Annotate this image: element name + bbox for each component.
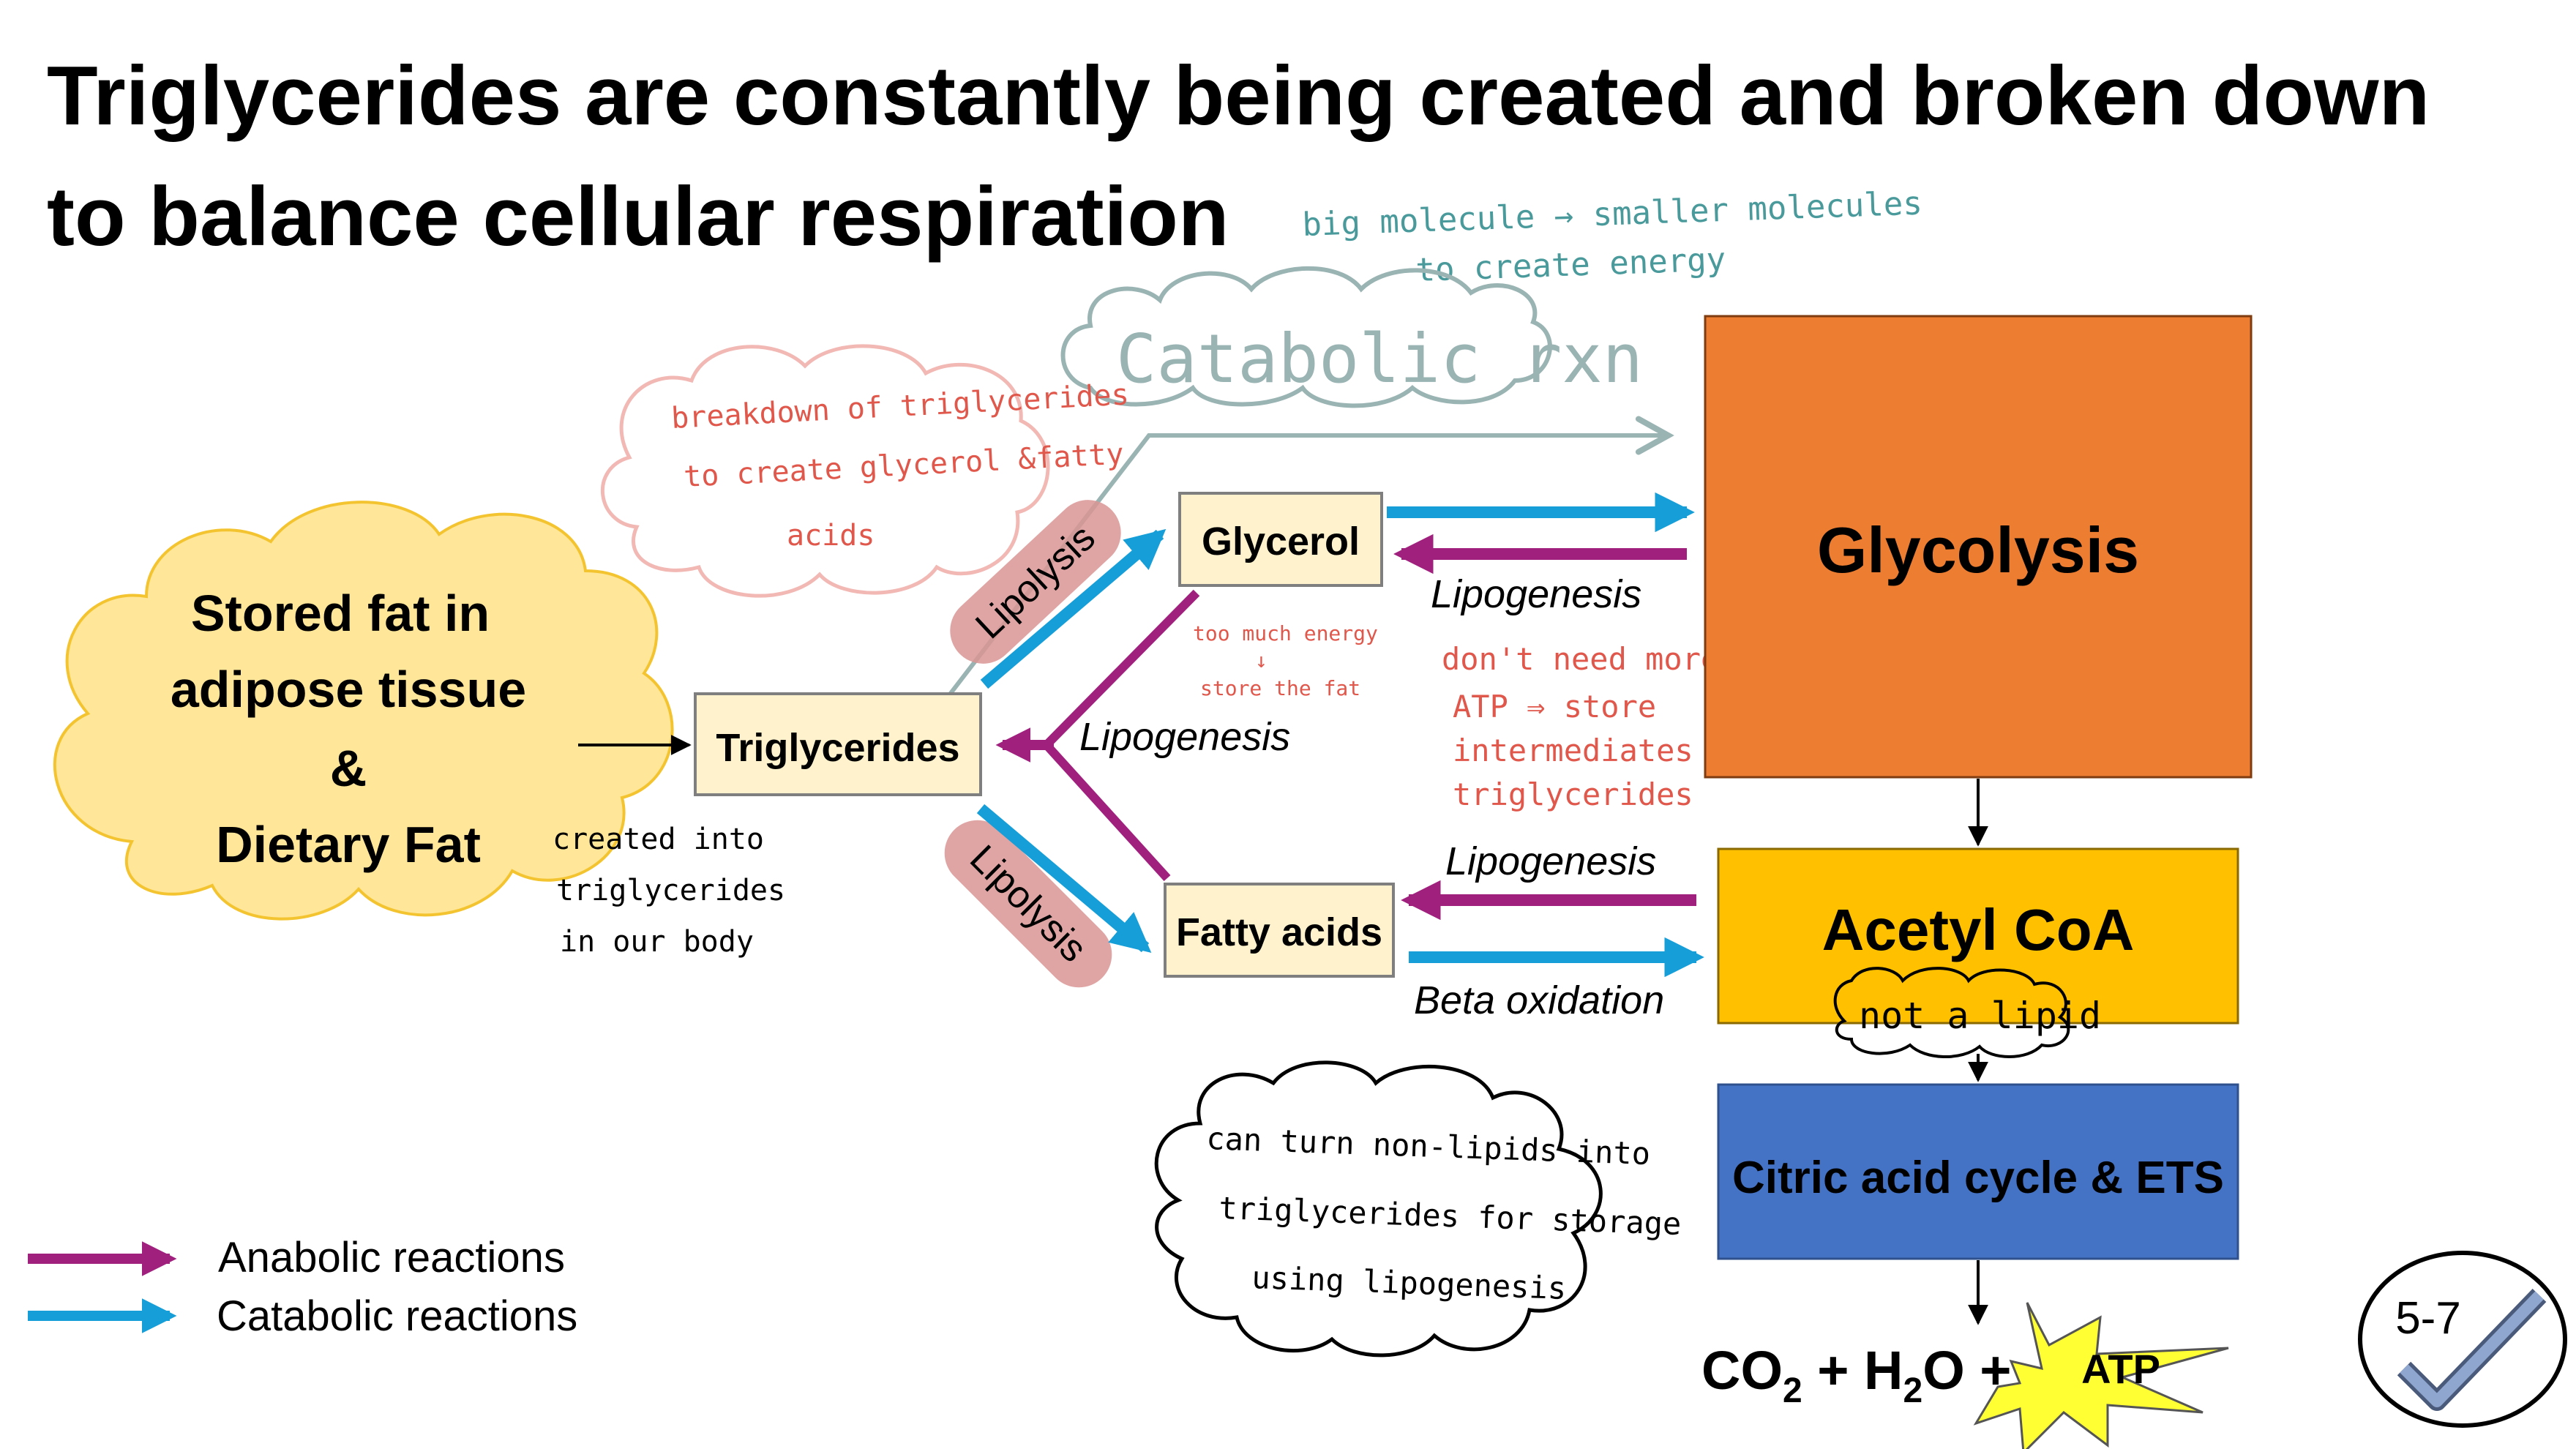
note-too-much-energy: too much energy ↓ store the fat <box>1193 621 1378 700</box>
catabolic-rxn-label: Catabolic rxn <box>1116 320 1643 398</box>
too-much-line3: store the fat <box>1200 676 1360 700</box>
can-turn-cloud-outline <box>1154 1060 1603 1358</box>
glycerol-node: Glycerol <box>1178 492 1383 587</box>
dont-need-line2: ATP ⇒ store <box>1453 689 1656 724</box>
arrow-lipolysis-to-fatty-acids <box>976 804 1152 954</box>
checkmark-icon-fill <box>2400 1291 2544 1407</box>
lipolysis-top-badge: Lipolysis <box>950 500 1121 664</box>
glycerol-label: Glycerol <box>1202 520 1360 564</box>
page-title-line1: Triglycerides are constantly being creat… <box>47 50 2430 143</box>
atp-label: ATP <box>2081 1346 2160 1392</box>
acetyl-coa-label: Acetyl CoA <box>1822 897 2135 962</box>
h2o-prefix: + H <box>1802 1340 1903 1401</box>
fatty-acids-label: Fatty acids <box>1176 910 1382 954</box>
stored-fat-line2: adipose tissue <box>171 661 526 718</box>
lipogenesis-center-label: Lipogenesis <box>1079 715 1290 759</box>
triglycerides-box <box>694 692 982 796</box>
created-into-line2: triglycerides <box>556 874 785 907</box>
breakdown-cloud-outline <box>601 344 1050 598</box>
can-turn-line2: triglycerides for storage <box>1218 1190 1682 1242</box>
breakdown-line1: breakdown of triglycerides <box>670 378 1130 435</box>
glycolysis-node: Glycolysis <box>1704 315 2253 779</box>
stored-fat-line3: & <box>330 740 367 797</box>
breakdown-line3: acids <box>787 519 875 553</box>
can-turn-line3: using lipogenesis <box>1251 1259 1567 1306</box>
glycolysis-label: Glycolysis <box>1817 514 2139 586</box>
fatty-acids-box <box>1164 883 1395 978</box>
lipogenesis-glycerol-label: Lipogenesis <box>1431 572 1641 616</box>
too-much-line2: ↓ <box>1255 648 1268 673</box>
note-can-turn-cloud: can turn non-lipids into triglycerides f… <box>1154 1060 1682 1358</box>
h2o-subscript: 2 <box>1903 1371 1922 1410</box>
stored-fat-line1: Stored fat in <box>191 585 490 642</box>
fork-branch-fatty <box>1043 741 1171 882</box>
too-much-line1: too much energy <box>1193 621 1378 645</box>
legend: Anabolic reactions Catabolic reactions <box>28 1234 577 1340</box>
catabolic-rxn-cloud: Catabolic rxn <box>1060 266 1643 408</box>
breakdown-line2: to create glycerol &fatty <box>683 438 1125 494</box>
stored-fat-cloud: Stored fat in adipose tissue & Dietary F… <box>53 501 674 921</box>
acetyl-coa-node: Acetyl CoA <box>1717 847 2239 1025</box>
legend-anabolic-label: Anabolic reactions <box>218 1234 565 1281</box>
co2-subscript: 2 <box>1783 1371 1802 1410</box>
catabolic-cloud-outline <box>1060 266 1552 408</box>
triglycerides-node: Triglycerides <box>694 692 982 796</box>
acetyl-coa-box <box>1717 847 2239 1025</box>
not-a-lipid-label: not a lipid <box>1859 995 2101 1037</box>
arrow-lipolysis-to-glycerol <box>980 528 1167 689</box>
fork-branch-glycerol <box>1043 589 1200 749</box>
can-turn-line1: can turn non-lipids into <box>1206 1120 1651 1172</box>
note-not-a-lipid: not a lipid <box>1833 967 2101 1059</box>
citric-acid-box <box>1717 1083 2239 1260</box>
citric-acid-label: Citric acid cycle & ETS <box>1732 1153 2224 1203</box>
beta-oxidation-label: Beta oxidation <box>1414 978 1664 1022</box>
note-created-into: created into triglycerides in our body <box>553 823 785 959</box>
stored-fat-line4: Dietary Fat <box>216 816 481 873</box>
check-badge-label: 5-7 <box>2395 1293 2461 1344</box>
legend-catabolic-label: Catabolic reactions <box>217 1292 577 1340</box>
check-badge-circle <box>2358 1251 2567 1428</box>
check-badge: 5-7 <box>2358 1251 2567 1428</box>
note-big-molecule-line1: big molecule → smaller molecules <box>1302 184 1923 244</box>
created-into-line3: in our body <box>560 925 754 959</box>
products-equation: CO2 + H2O + <box>1701 1340 2012 1410</box>
fatty-acids-node: Fatty acids <box>1164 883 1395 978</box>
stored-fat-cloud-shape <box>53 501 674 921</box>
lipolysis-bottom-label: Lipolysis <box>962 837 1095 970</box>
dont-need-line1: don't need more <box>1442 641 1719 677</box>
co2-text: CO <box>1701 1340 1783 1401</box>
lipolysis-bottom-pill <box>944 820 1112 988</box>
lipolysis-top-pill <box>950 500 1121 664</box>
lipogenesis-fatty-label: Lipogenesis <box>1445 839 1656 883</box>
citric-acid-node: Citric acid cycle & ETS <box>1717 1083 2239 1260</box>
not-a-lipid-outline <box>1833 967 2070 1059</box>
atp-starburst <box>1973 1302 2229 1449</box>
lipogenesis-fork <box>995 589 1200 882</box>
page-title-line2: to balance cellular respiration <box>47 171 1229 263</box>
glycerol-box <box>1178 492 1383 587</box>
glycolysis-box <box>1704 315 2253 779</box>
dont-need-line4: triglycerides <box>1453 776 1693 812</box>
triglycerides-label: Triglycerides <box>716 726 959 770</box>
created-into-line1: created into <box>553 823 764 856</box>
products-row: CO2 + H2O + ATP <box>1701 1302 2229 1449</box>
